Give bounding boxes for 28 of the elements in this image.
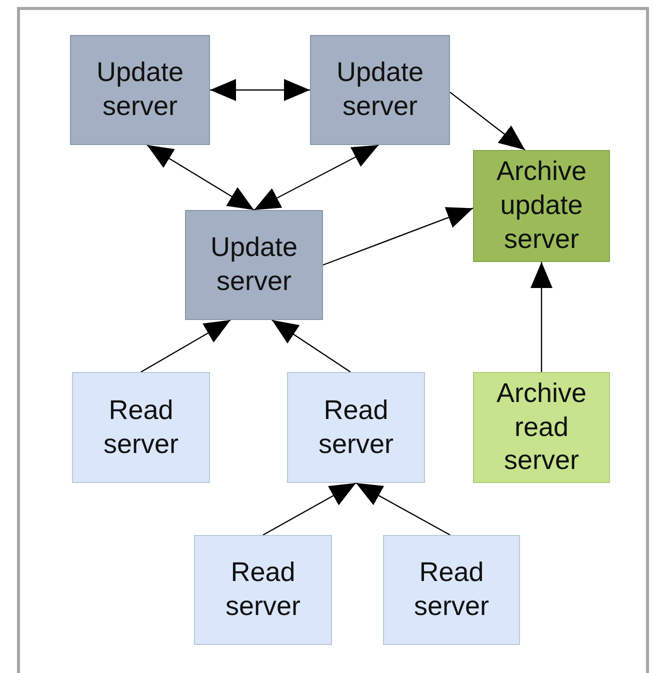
server-box — [473, 150, 610, 262]
server-label: Update server — [209, 231, 299, 298]
server-box — [194, 535, 332, 645]
server-box — [70, 35, 210, 145]
arrow — [322, 207, 474, 266]
arrow — [262, 482, 356, 536]
arrow — [450, 92, 526, 150]
arrow — [210, 79, 310, 101]
server-label: Read server — [412, 556, 490, 623]
server-label: Read server — [102, 394, 180, 460]
server-label: Archive read server — [495, 376, 588, 478]
server-label: Read server — [317, 394, 394, 460]
arrow — [146, 144, 254, 211]
server-box — [287, 372, 425, 483]
arrow — [272, 320, 351, 372]
server-label: Archive update server — [495, 155, 588, 256]
arrow — [356, 482, 450, 536]
server-label: Update server — [95, 56, 185, 123]
server-box — [473, 372, 610, 483]
server-box — [383, 535, 520, 645]
server-label: Read server — [224, 556, 302, 623]
arrow — [254, 144, 379, 211]
arrow — [530, 262, 552, 372]
arrow — [140, 319, 231, 373]
server-box — [72, 372, 210, 483]
server-box — [185, 210, 323, 320]
server-label: Update server — [335, 56, 425, 123]
server-box — [310, 35, 450, 145]
